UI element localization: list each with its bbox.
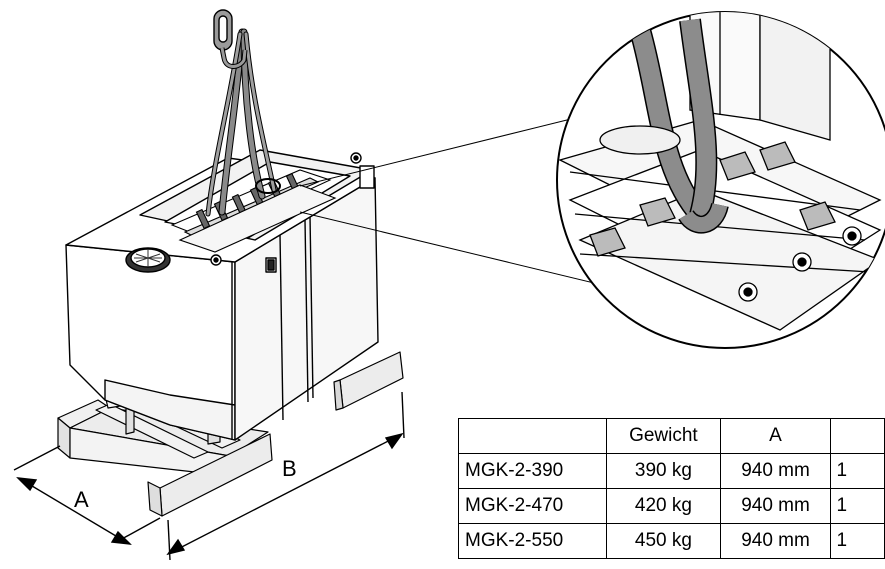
- lifting-lugs-manifold: [170, 169, 337, 253]
- table-cell: 940 mm: [719, 488, 832, 524]
- table-cell: MGK-2-550: [457, 523, 608, 559]
- table-header-cell: [830, 418, 885, 454]
- dimension-b: [166, 391, 405, 561]
- crane-hook: [213, 9, 248, 69]
- table-cell: 420 kg: [606, 488, 721, 524]
- table-header-cell: Gewicht: [606, 418, 721, 454]
- table-cell: 940 mm: [719, 453, 832, 489]
- dimension-b-label: B: [282, 456, 297, 481]
- table-cell: 450 kg: [606, 523, 721, 559]
- table-cell: 390 kg: [606, 453, 721, 489]
- table-cell: 1: [830, 523, 885, 559]
- table-cell: MGK-2-470: [457, 488, 608, 524]
- table-row: MGK-2-390 390 kg 940 mm 1: [457, 453, 885, 489]
- table-header-cell: A: [719, 418, 832, 454]
- table-header-cell: [457, 418, 608, 454]
- table-header-row: Gewicht A: [457, 418, 885, 454]
- dimension-a-label: A: [74, 487, 89, 512]
- table-cell: 1: [830, 488, 885, 524]
- table-cell: MGK-2-390: [457, 453, 608, 489]
- table-row: MGK-2-470 420 kg 940 mm 1: [457, 488, 885, 524]
- table-cell: 940 mm: [719, 523, 832, 559]
- weight-dimension-table: Gewicht A MGK-2-390 390 kg 940 mm 1 MGK-…: [457, 418, 885, 559]
- table-cell: 1: [830, 453, 885, 489]
- detail-leader-lines: [299, 117, 649, 297]
- table-row: MGK-2-550 450 kg 940 mm 1: [457, 523, 885, 559]
- detail-magnifier: [556, 11, 885, 349]
- dimension-a: [13, 445, 161, 545]
